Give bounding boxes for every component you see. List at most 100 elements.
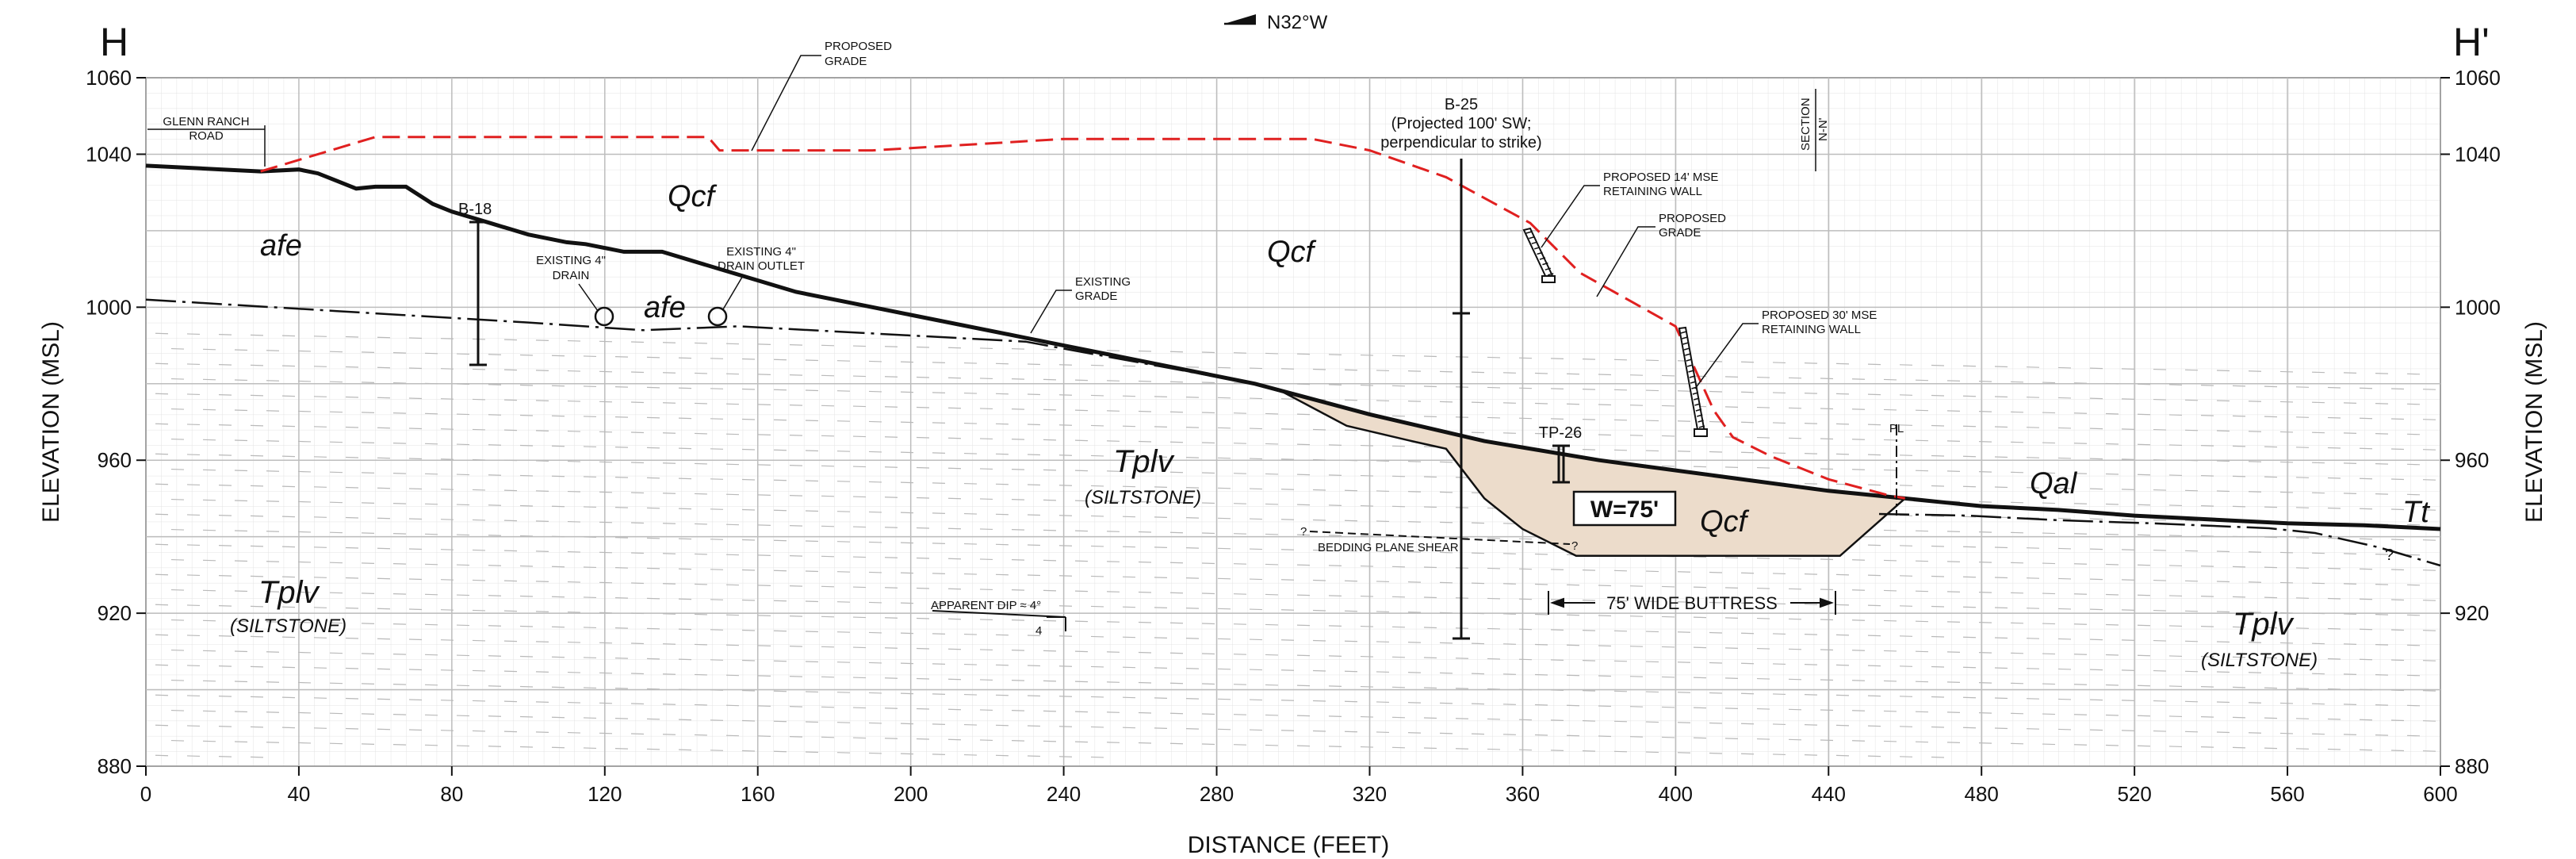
y-tick-label-right: 1000 bbox=[2455, 295, 2501, 319]
x-tick-label: 400 bbox=[1659, 782, 1693, 806]
bedding-dash bbox=[662, 613, 676, 615]
bedding-dash bbox=[1867, 544, 1881, 546]
bedding-dash bbox=[1439, 401, 1453, 403]
bedding-dash bbox=[1994, 577, 2008, 579]
bedding-dash bbox=[551, 716, 565, 719]
bedding-dash bbox=[1566, 433, 1580, 435]
bedding-dash bbox=[297, 711, 312, 714]
x-tick-label: 120 bbox=[588, 782, 622, 806]
bedding-dash bbox=[1883, 529, 1897, 531]
bedding-dash bbox=[1677, 692, 1691, 693]
bedding-dash bbox=[836, 662, 851, 663]
bedding-dash bbox=[2216, 581, 2230, 583]
bedding-dash bbox=[2264, 416, 2278, 418]
bedding-dash bbox=[1629, 706, 1644, 708]
bedding-dash bbox=[836, 451, 851, 452]
bedding-dash bbox=[408, 638, 423, 641]
bedding-dash bbox=[472, 609, 486, 612]
existing-drain-leader bbox=[578, 283, 599, 312]
bedding-dash bbox=[900, 481, 914, 484]
proposed-grade-top-label-1: PROPOSED bbox=[825, 40, 892, 53]
bedding-dash bbox=[1027, 544, 1041, 546]
wall-hatch-line bbox=[1537, 251, 1543, 255]
bedding-dash bbox=[630, 582, 645, 585]
bedding-dash bbox=[1280, 398, 1295, 400]
bedding-dash bbox=[1931, 756, 1945, 758]
bedding-dash bbox=[1534, 643, 1548, 646]
y-tick-label-left: 1000 bbox=[86, 295, 132, 319]
bedding-dash bbox=[1883, 439, 1897, 441]
bedding-dash bbox=[2073, 744, 2088, 746]
bedding-dash bbox=[1994, 426, 2008, 428]
bedding-dash bbox=[916, 738, 930, 740]
bedding-dash bbox=[1455, 748, 1469, 750]
bedding-dash bbox=[725, 674, 740, 677]
bedding-dash bbox=[1169, 562, 1184, 564]
bedding-dash bbox=[1772, 663, 1786, 665]
bedding-dash bbox=[361, 502, 375, 504]
bedding-dash bbox=[2010, 712, 2024, 715]
bedding-dash bbox=[963, 512, 978, 515]
bedding-dash bbox=[947, 558, 962, 560]
bedding-dash bbox=[821, 555, 835, 558]
bedding-dash bbox=[757, 585, 771, 586]
bedding-dash bbox=[2295, 658, 2310, 659]
bedding-dash bbox=[916, 587, 930, 589]
bedding-dash bbox=[916, 677, 930, 680]
bedding-dash bbox=[392, 654, 407, 655]
bedding-dash bbox=[1201, 713, 1215, 715]
mse30-label-2: RETAINING WALL bbox=[1762, 323, 1861, 336]
bedding-dash bbox=[1946, 711, 1961, 713]
bedding-dash bbox=[361, 592, 375, 594]
bedding-dash bbox=[805, 359, 819, 362]
bedding-dash bbox=[979, 378, 993, 380]
bedding-dash bbox=[1344, 700, 1358, 703]
bedding-dash bbox=[694, 704, 708, 706]
bedding-dash bbox=[757, 494, 771, 496]
bedding-dash bbox=[456, 654, 470, 657]
bedding-dash bbox=[646, 416, 660, 419]
bedding-dash bbox=[456, 474, 470, 476]
bedding-dash bbox=[1613, 750, 1628, 753]
borehole-b18 bbox=[469, 221, 487, 366]
bedding-dash bbox=[963, 754, 978, 756]
bedding-dash bbox=[678, 417, 692, 420]
bedding-dash bbox=[313, 577, 327, 578]
bedding-dash bbox=[2264, 747, 2278, 750]
bedding-dash bbox=[170, 558, 185, 561]
bedding-dash bbox=[1772, 693, 1786, 696]
bedding-dash bbox=[757, 705, 771, 707]
bedding-dash bbox=[1201, 562, 1215, 565]
bedding-dash bbox=[424, 352, 438, 355]
section-reference-id: N-N' bbox=[1816, 117, 1830, 141]
bedding-dash bbox=[1772, 573, 1786, 575]
bedding-dash bbox=[440, 669, 454, 671]
bedding-dash bbox=[995, 754, 1009, 757]
bedding-dash bbox=[1280, 458, 1295, 460]
bedding-dash bbox=[1693, 586, 1707, 589]
bedding-dash bbox=[2010, 652, 2024, 654]
bedding-dash bbox=[551, 686, 565, 688]
bedding-dash bbox=[2089, 608, 2103, 611]
bedding-dash bbox=[266, 681, 280, 683]
bedding-dash bbox=[2390, 689, 2405, 692]
bedding-dash bbox=[599, 491, 613, 493]
apparent-dip-value: 4 bbox=[1035, 624, 1042, 638]
bedding-dash bbox=[1074, 560, 1089, 562]
bedding-dash bbox=[1946, 742, 1961, 743]
bedding-dash bbox=[741, 599, 756, 601]
bedding-dash bbox=[488, 746, 502, 747]
bedding-dash bbox=[1043, 408, 1057, 411]
bedding-dash bbox=[1487, 356, 1501, 359]
bedding-dash bbox=[725, 734, 740, 737]
bedding-dash bbox=[2422, 569, 2436, 571]
bedding-dash bbox=[2232, 596, 2246, 598]
bedding-dash bbox=[1360, 715, 1374, 718]
bedding-dash bbox=[1740, 692, 1755, 695]
bedding-dash bbox=[630, 642, 645, 645]
bedding-dash bbox=[2200, 535, 2214, 537]
bedding-dash bbox=[1772, 754, 1786, 756]
bedding-dash bbox=[1883, 740, 1897, 742]
bedding-dash bbox=[1328, 685, 1342, 687]
bedding-dash bbox=[1169, 592, 1184, 594]
